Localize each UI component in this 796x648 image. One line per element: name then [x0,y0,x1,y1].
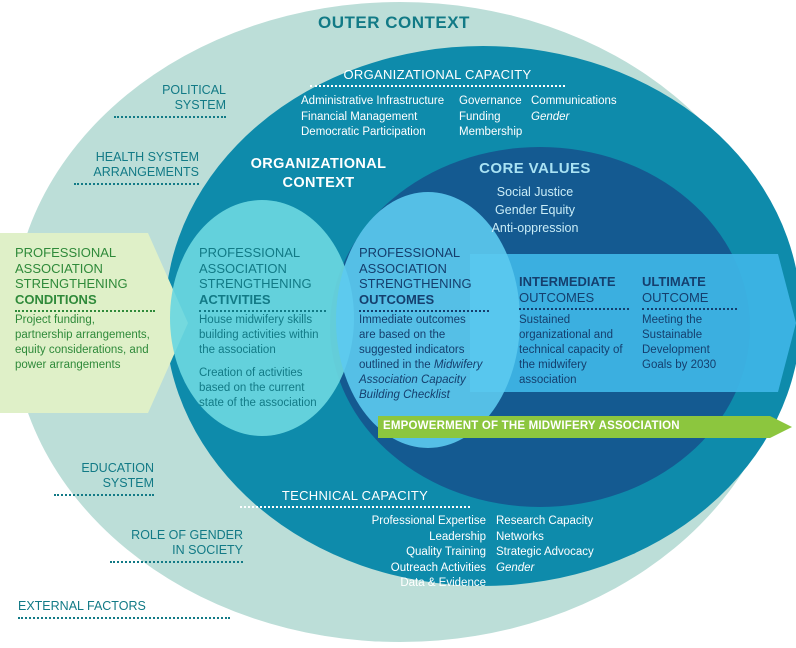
organizational-capacity-title: ORGANIZATIONAL CAPACITY [310,67,565,88]
capacity-item: Communications [531,95,617,107]
organizational-capacity-col2: Governance Funding Membership [459,94,522,141]
technical-capacity-col2: Research Capacity Networks Strategic Adv… [496,514,594,576]
outer-context-title: OUTER CONTEXT [318,13,470,32]
activities-line: ASSOCIATION [199,260,287,276]
external-factor-gender: ROLE OF GENDER IN SOCIETY [110,528,243,563]
capacity-item: Democratic Participation [301,126,426,138]
ultimate-emphasis: ULTIMATE [642,274,706,289]
external-factor-health: HEALTH SYSTEM ARRANGEMENTS [74,150,199,185]
outcomes-line: PROFESSIONAL [359,245,461,260]
ultimate-sub: OUTCOME [642,290,737,310]
activities-line: PROFESSIONAL [199,245,301,260]
capacity-item: Administrative Infrastructure [301,95,445,107]
organizational-capacity-col3: Communications Gender [531,94,617,125]
capacity-item: Outreach Activities [390,561,486,574]
outcomes-line: ASSOCIATION [359,260,447,276]
core-values-list: Social Justice Gender Equity Anti-oppres… [450,183,620,237]
outcomes-line: STRENGTHENING [359,276,472,291]
external-factor-line: SYSTEM [114,98,226,118]
conditions-line: ASSOCIATION [15,260,103,276]
core-values-title: CORE VALUES [479,160,591,177]
empowerment-label: EMPOWERMENT OF THE MIDWIFERY ASSOCIATION [383,420,680,432]
external-factor-line: ROLE OF GENDER [131,528,243,542]
external-factor-line: POLITICAL [162,83,226,97]
capacity-item: Research Capacity [496,515,594,527]
intermediate-emphasis: INTERMEDIATE [519,274,616,289]
activities-body-2: Creation of activities based on the curr… [199,367,317,409]
conditions-arrow [0,233,188,413]
core-value-item: Social Justice [496,185,574,199]
empowerment-arrow [378,416,792,438]
outcomes-emphasis: OUTCOMES [359,292,489,312]
organizational-context-line: CONTEXT [282,175,355,191]
conditions-heading: PROFESSIONAL ASSOCIATION STRENGTHENING C… [15,245,155,312]
activities-body-1: House midwifery skills building activiti… [199,314,319,356]
outcomes-body-text: Immediate outcomes are based on the sugg… [359,314,466,371]
organizational-capacity-col1: Administrative Infrastructure Financial … [301,94,444,141]
capacity-item: Professional Expertise [371,515,486,527]
activities-emphasis: ACTIVITIES [199,292,326,312]
external-factor-line: ARRANGEMENTS [74,165,199,185]
ultimate-body: Meeting the Sustainable Development Goal… [642,314,717,371]
external-factor-education: EDUCATION SYSTEM [54,461,154,496]
outcomes-ellipse [336,192,520,448]
core-value-item: Gender Equity [495,203,575,217]
external-factor-political: POLITICAL SYSTEM [114,83,226,118]
result-arrow [470,254,796,392]
intermediate-sub: OUTCOMES [519,290,629,310]
capacity-item: Quality Training [406,546,486,558]
capacity-item: Financial Management [301,110,418,123]
organizational-context-line: ORGANIZATIONAL [250,156,387,172]
conditions-line: PROFESSIONAL [15,245,117,260]
capacity-item: Leadership [429,530,486,543]
external-factor-line: IN SOCIETY [110,543,243,563]
activities-line: STRENGTHENING [199,276,312,291]
activities-ellipse [170,200,354,436]
activities-heading: PROFESSIONAL ASSOCIATION STRENGTHENING A… [199,245,326,312]
technical-capacity-col1: Professional Expertise Leadership Qualit… [330,514,486,592]
capacity-item: Gender [496,561,535,574]
external-factors-label: EXTERNAL FACTORS [18,599,230,619]
outcomes-body-italic: Midwifery Association Capacity Building … [359,359,483,401]
capacity-item: Networks [496,530,544,543]
external-factor-line: EDUCATION [81,461,154,475]
capacity-item: Funding [459,110,501,123]
organizational-context-title: ORGANIZATIONAL CONTEXT [236,155,401,193]
outcomes-body: Immediate outcomes are based on the sugg… [359,313,484,403]
technical-capacity-title: TECHNICAL CAPACITY [240,488,470,509]
conditions-body: Project funding, partnership arrangement… [15,314,150,371]
external-factor-line: HEALTH SYSTEM [95,150,199,164]
intermediate-body: Sustained organizational and technical c… [519,314,623,386]
core-value-item: Anti-oppression [491,221,579,235]
ultimate-heading: ULTIMATE OUTCOME [642,274,737,310]
capacity-item: Data & Evidence [400,577,486,589]
capacity-item: Gender [531,110,570,123]
outcomes-heading: PROFESSIONAL ASSOCIATION STRENGTHENING O… [359,245,489,312]
capacity-item: Governance [459,95,522,107]
external-factor-line: SYSTEM [54,476,154,496]
capacity-item: Strategic Advocacy [496,546,594,558]
conditions-line: STRENGTHENING [15,276,128,291]
conditions-emphasis: CONDITIONS [15,292,155,312]
intermediate-heading: INTERMEDIATE OUTCOMES [519,274,629,310]
capacity-item: Membership [459,126,523,138]
